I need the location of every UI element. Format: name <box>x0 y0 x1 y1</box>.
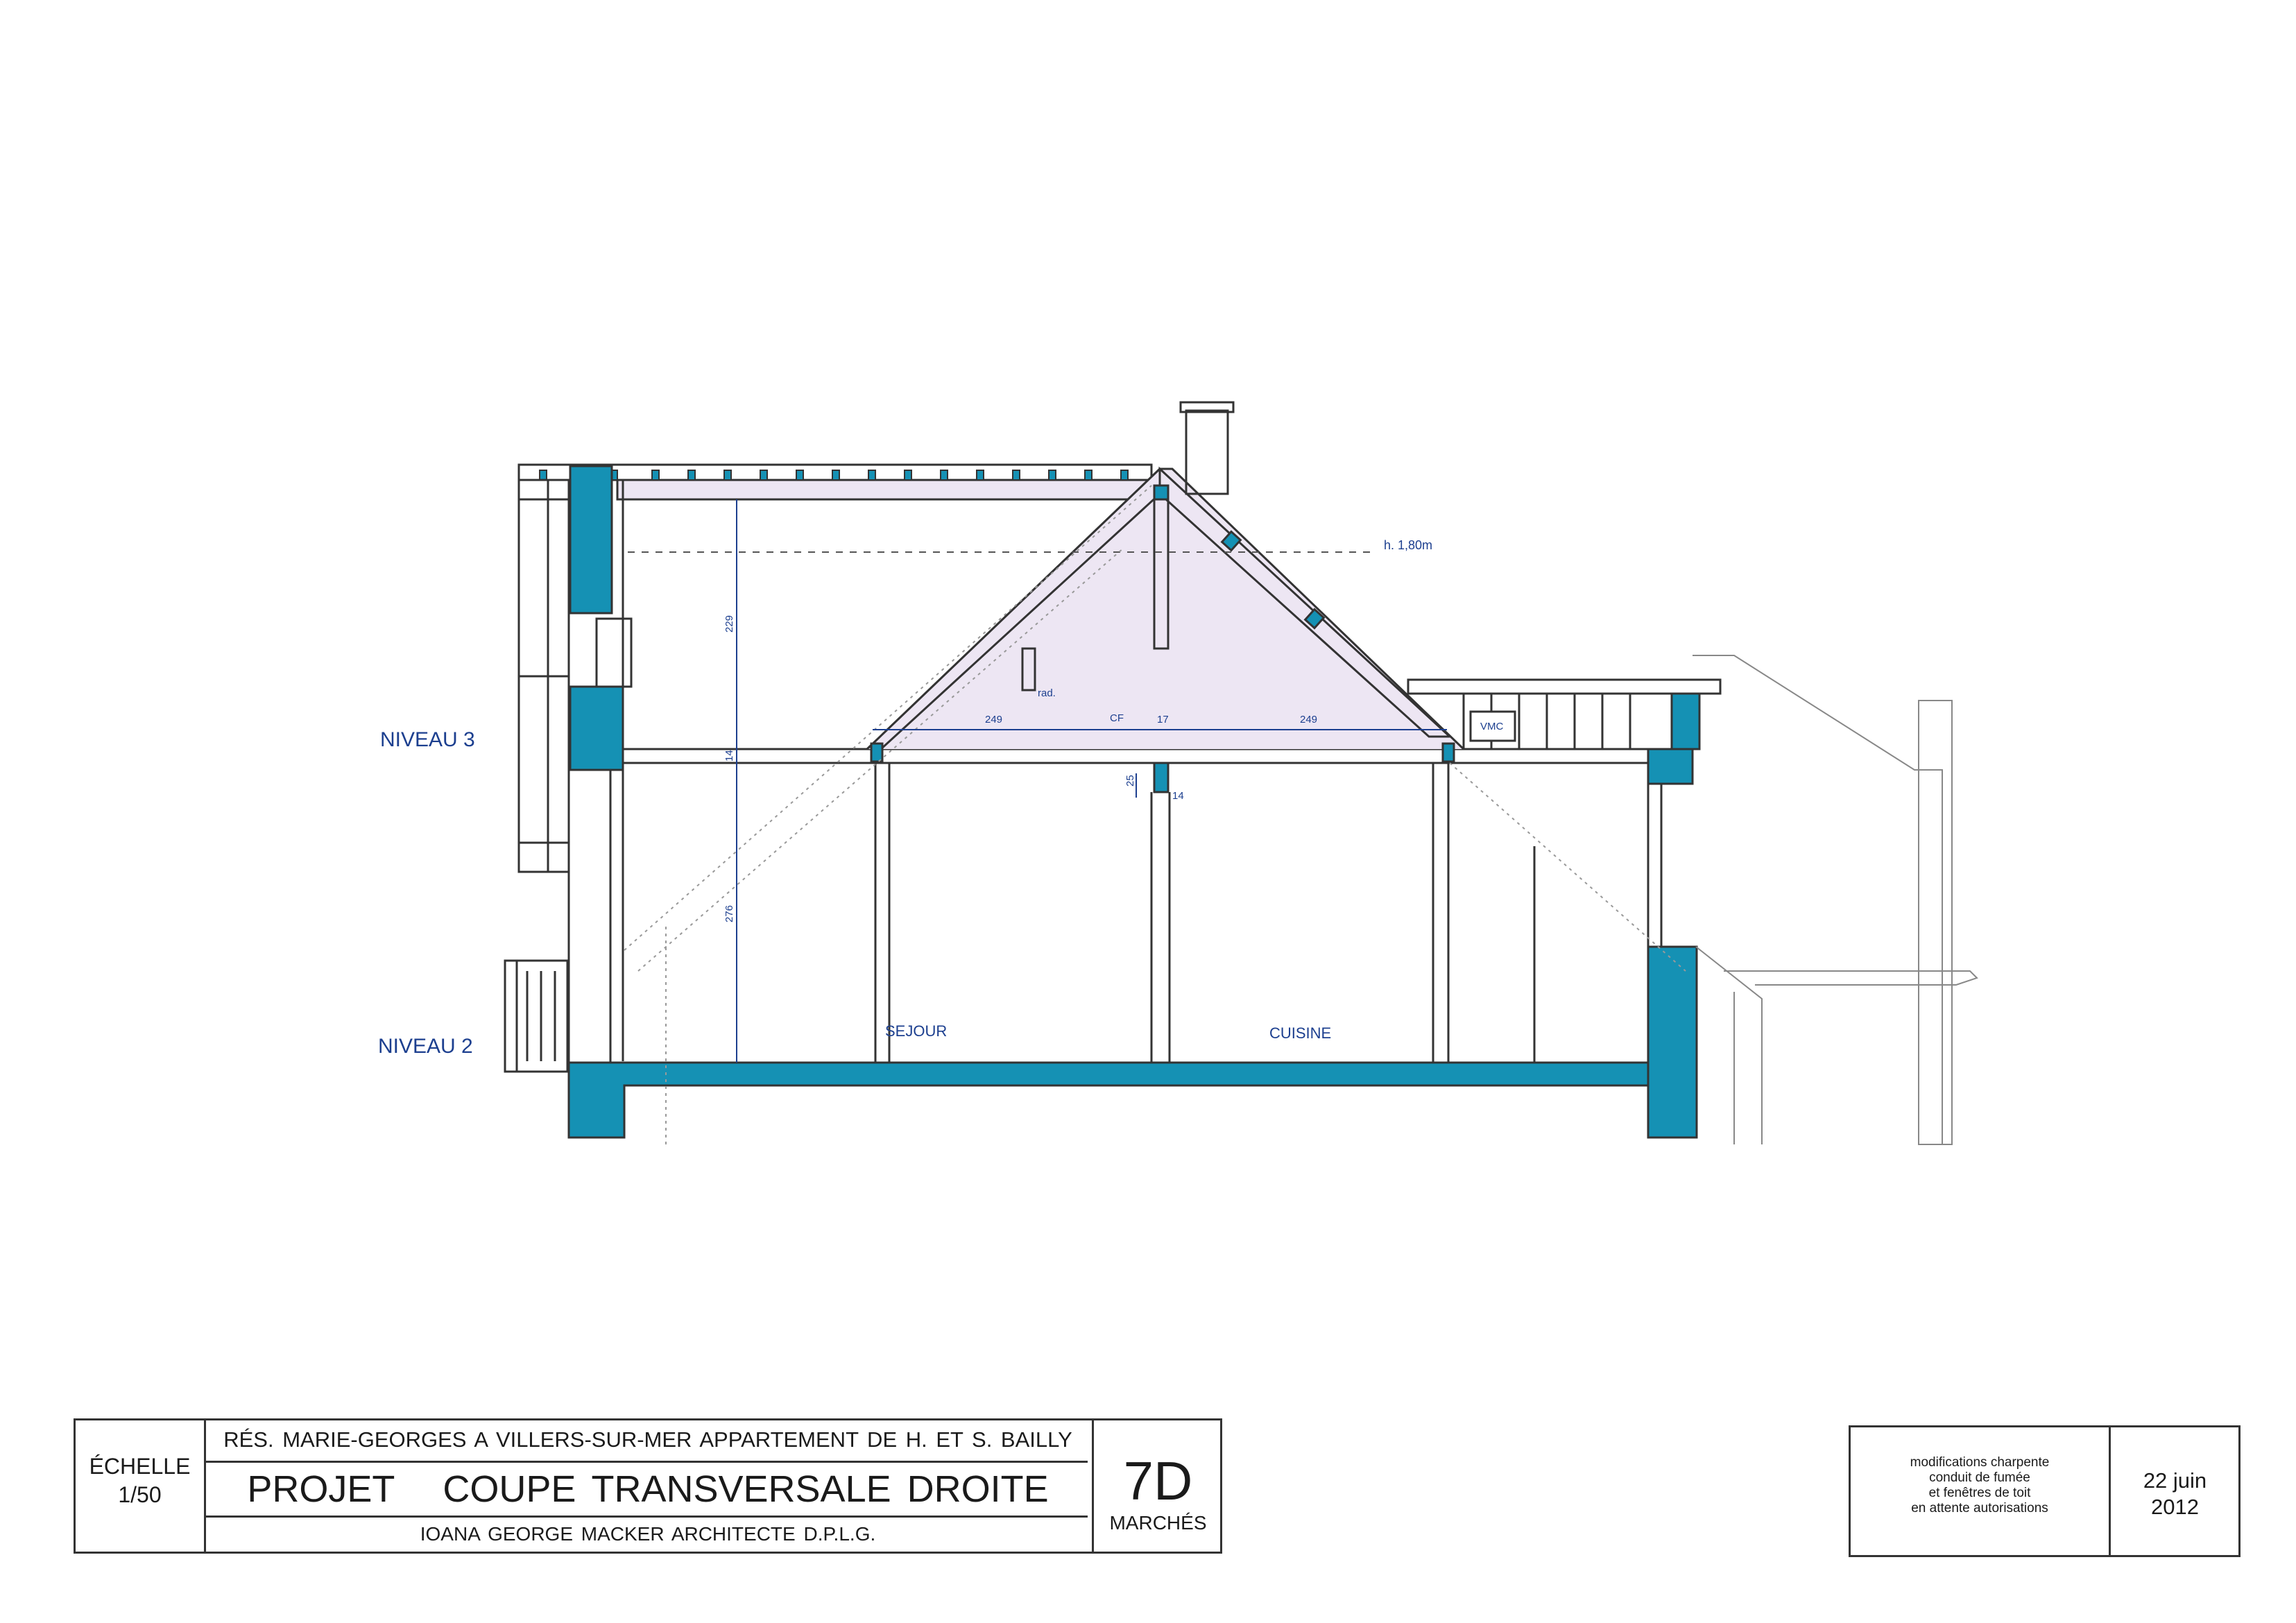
scale-cell: ÉCHELLE 1/50 <box>76 1454 204 1508</box>
revision-note-4: en attente autorisations <box>1911 1501 2048 1515</box>
dim-floor-thickness: 14 <box>723 750 735 762</box>
radiator <box>1021 647 1036 692</box>
drawing-title: PROJET COUPE TRANSVERSALE DROITE <box>214 1468 1081 1511</box>
neighbour-building <box>1693 655 1978 1145</box>
sheet-number: 7D <box>1123 1450 1193 1511</box>
drawing-title-prefix: PROJET <box>247 1468 395 1510</box>
upper-wall-block <box>569 465 613 615</box>
upper-roof-insulation <box>616 479 1153 501</box>
central-beam <box>1153 762 1170 793</box>
project-line: RÉS. MARIE-GEORGES A VILLERS-SUR-MER APP… <box>223 1427 1072 1452</box>
dim-span-left: 249 <box>985 714 1002 725</box>
architect-line: IOANA GEORGE MACKER ARCHITECTE D.P.L.G. <box>420 1523 876 1545</box>
dim-span-right: 249 <box>1300 714 1317 725</box>
building-section <box>504 401 1978 1145</box>
vmc-label: VMC <box>1480 721 1504 732</box>
chimney <box>1185 409 1229 495</box>
drawing-title-text: COUPE TRANSVERSALE DROITE <box>443 1468 1049 1510</box>
title-block: ÉCHELLE 1/50 RÉS. MARIE-GEORGES A VILLER… <box>74 1418 1222 1554</box>
cf-label: CF <box>1110 712 1124 724</box>
vmc-box <box>1469 710 1516 742</box>
dim-height-lower: 276 <box>723 905 735 922</box>
revision-note-3: et fenêtres de toit <box>1928 1486 2031 1500</box>
revision-date-year: 2012 <box>2151 1495 2199 1519</box>
balcony-railing <box>504 959 569 1073</box>
scale-value: 1/50 <box>118 1482 162 1507</box>
room-label-sejour: SEJOUR <box>885 1022 947 1040</box>
chimney-cap <box>1179 401 1235 413</box>
dimension-lines <box>736 499 1447 1063</box>
scale-label: ÉCHELLE <box>89 1454 191 1479</box>
dim-beam-height: 25 <box>1124 775 1136 787</box>
right-wall-concrete <box>1647 945 1698 1139</box>
level-label-niveau3: NIVEAU 3 <box>380 728 475 751</box>
niveau3-floor <box>622 748 1652 764</box>
dotted-slopes <box>624 485 1686 1144</box>
revision-note-2: conduit de fumée <box>1929 1470 2030 1485</box>
dim-post: 17 <box>1157 714 1169 725</box>
level-label-niveau2: NIVEAU 2 <box>378 1035 473 1058</box>
dim-beam-width: 14 <box>1172 790 1184 802</box>
sheet-phase: MARCHÉS <box>1109 1512 1207 1534</box>
niveau2-concrete-slab <box>567 1061 1697 1139</box>
niveau3-wall-block <box>569 685 624 771</box>
radiator-label: rad. <box>1038 687 1056 699</box>
king-post <box>1153 498 1170 650</box>
revision-date-day: 22 juin <box>2143 1468 2207 1493</box>
room-label-cuisine: CUISINE <box>1269 1024 1331 1042</box>
revision-date: 22 juin 2012 <box>2111 1468 2239 1520</box>
revision-notes: modifications charpente conduit de fumée… <box>1851 1455 2109 1516</box>
revision-note-1: modifications charpente <box>1910 1455 2050 1470</box>
height-line-label: h. 1,80m <box>1384 538 1432 552</box>
dim-height-upper: 229 <box>723 615 735 633</box>
revision-block: modifications charpente conduit de fumée… <box>1849 1425 2241 1557</box>
